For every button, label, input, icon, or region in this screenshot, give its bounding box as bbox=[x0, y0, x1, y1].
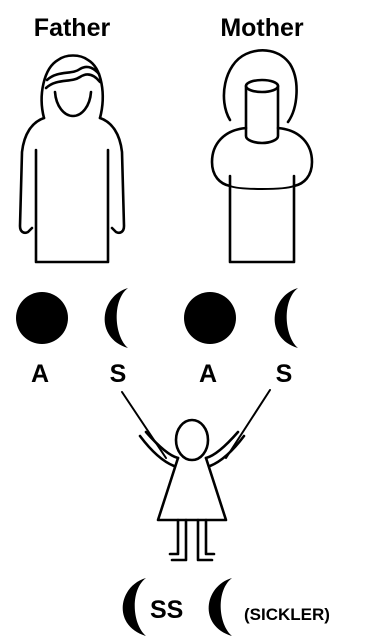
mother-gene-2-label: S bbox=[276, 360, 293, 388]
mother-normal-gene-icon bbox=[184, 292, 236, 344]
mother-label: Mother bbox=[220, 14, 304, 42]
father-sickle-gene-icon bbox=[105, 288, 128, 348]
father-normal-gene-icon bbox=[16, 292, 68, 344]
child-figure bbox=[140, 420, 244, 560]
child-sickle-gene-1-icon bbox=[123, 578, 146, 636]
gene-symbols bbox=[16, 288, 298, 348]
father-label: Father bbox=[34, 14, 111, 42]
child-sickle-gene-2-icon bbox=[209, 578, 232, 636]
mother-figure bbox=[212, 50, 312, 262]
mother-gene-1-label: A bbox=[199, 360, 217, 388]
child-genotype-label: SS bbox=[150, 596, 183, 624]
father-figure bbox=[20, 56, 124, 263]
child-status-label: (SICKLER) bbox=[244, 605, 330, 624]
father-gene-1-label: A bbox=[31, 360, 49, 388]
father-inheritance-line bbox=[122, 392, 166, 458]
mother-sickle-gene-icon bbox=[275, 288, 298, 348]
father-gene-2-label: S bbox=[110, 360, 127, 388]
